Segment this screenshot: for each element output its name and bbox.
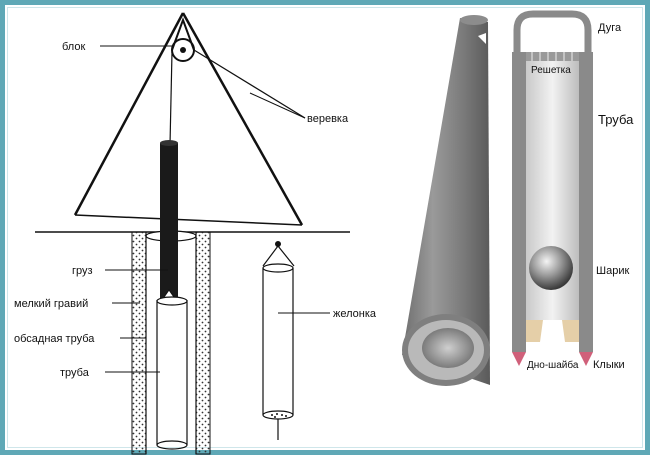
label-block: блок — [62, 41, 85, 53]
label-bottom-washer: Дно-шайба — [527, 359, 579, 371]
label-weight: груз — [72, 265, 93, 277]
weight-rod — [160, 143, 178, 300]
tube-3d-render — [402, 15, 490, 386]
washer-right — [562, 320, 579, 342]
tripod-leg-right — [181, 12, 304, 226]
fang-left — [512, 352, 526, 366]
washer-opening — [543, 320, 562, 342]
label-casing-pipe: обсадная труба — [14, 333, 95, 345]
label-fangs: Клыки — [593, 359, 625, 371]
label-pipe: труба — [60, 367, 90, 379]
tube-top-slot — [478, 33, 486, 44]
left-diagram: блок веревка груз мелкий гравий обсадная… — [14, 12, 377, 455]
handle-arc — [513, 10, 592, 52]
tripod-leg-left — [73, 12, 185, 216]
label-fine-gravel: мелкий гравий — [14, 298, 88, 310]
weight-top — [160, 140, 178, 146]
label-ball: Шарик — [596, 265, 629, 277]
label-pipe-section: Труба — [598, 112, 634, 127]
section-wall-right — [579, 52, 593, 352]
bailer-cross-section: Дуга Решетка Труба Шарик Дно-шайба Клыки — [512, 10, 634, 371]
section-wall-left — [512, 52, 526, 352]
rope-to-weight — [169, 51, 173, 146]
gravel-right — [195, 231, 211, 455]
gravel-left — [131, 231, 147, 455]
tripod-crossbar — [74, 214, 303, 226]
tube-bottom-washer — [422, 328, 474, 368]
bailer — [262, 241, 295, 440]
label-grate: Решетка — [531, 65, 571, 76]
fang-right — [579, 352, 593, 366]
leader-rope — [249, 92, 306, 119]
check-ball — [529, 246, 573, 290]
tube-top-end — [460, 15, 488, 25]
section-grate — [526, 52, 579, 61]
tube-body — [402, 18, 490, 385]
label-arc: Дуга — [598, 22, 622, 34]
frame-inner-line — [7, 7, 643, 448]
label-rope: веревка — [307, 113, 349, 125]
rope-to-winch — [193, 49, 306, 119]
pipe-inner — [156, 296, 188, 450]
washer-left — [526, 320, 543, 342]
label-bailer: желонка — [333, 308, 377, 320]
